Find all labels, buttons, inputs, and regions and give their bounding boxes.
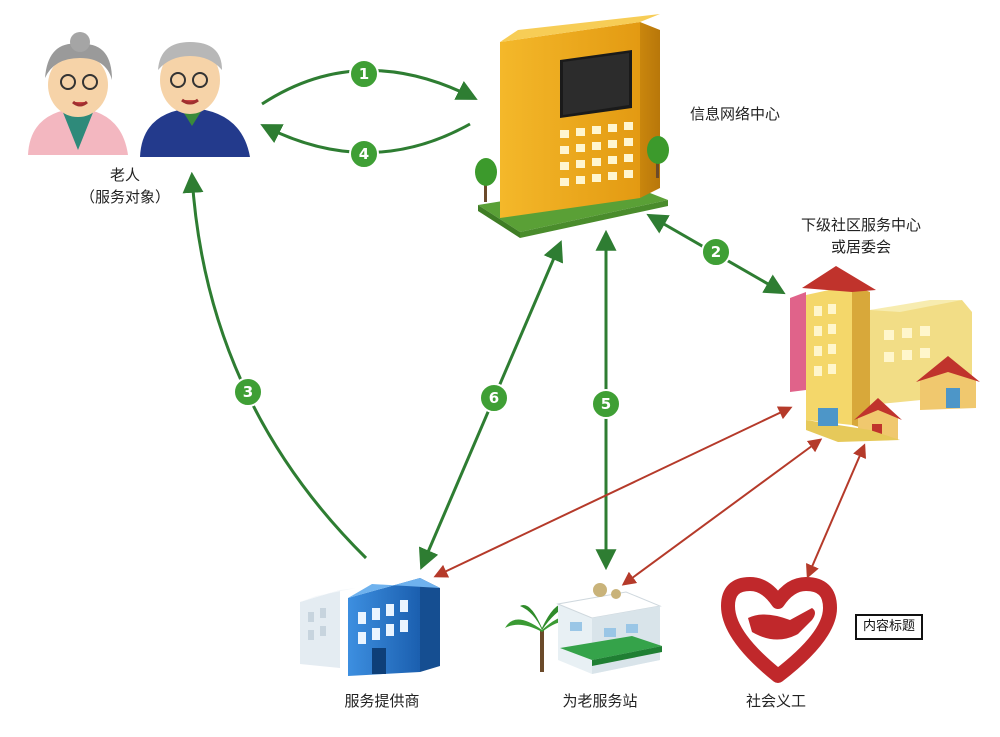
- flow-4-number: 4: [359, 145, 369, 163]
- service-provider-label-text: 服务提供商: [344, 692, 420, 710]
- flow-3-arrow: [182, 171, 368, 560]
- elderly-label: 老人 （服务对象）: [40, 164, 210, 208]
- flow-6-badge: 6: [479, 383, 509, 413]
- content-title-box: 内容标题: [855, 614, 924, 640]
- flow-2-number: 2: [711, 243, 721, 261]
- flow-1-badge: 1: [349, 59, 379, 89]
- red-arrow-community-to-volunteer: [806, 443, 866, 579]
- volunteer-label-text: 社会义工: [745, 692, 806, 710]
- info-center-label-text: 信息网络中心: [690, 105, 781, 123]
- community-center-icon: [790, 266, 980, 442]
- flow-4-badge: 4: [349, 139, 379, 169]
- elderly-station-icon: [505, 583, 662, 674]
- flow-6-number: 6: [489, 389, 499, 407]
- service-provider-label: 服务提供商: [322, 690, 442, 712]
- red-arrow-community-to-provider: [433, 406, 793, 578]
- elderly-station-label-text: 为老服务站: [562, 692, 638, 710]
- service-provider-icon: [300, 578, 440, 676]
- community-center-label: 下级社区服务中心 或居委会: [776, 214, 946, 258]
- flow-5-badge: 5: [591, 389, 621, 419]
- elderly-label-line1: 老人: [109, 166, 140, 184]
- volunteer-heart-icon: [721, 577, 837, 683]
- elderly-icon: [28, 32, 250, 157]
- flow-3-badge: 3: [233, 377, 263, 407]
- red-arrow-community-to-station: [621, 438, 823, 586]
- elderly-station-label: 为老服务站: [540, 690, 660, 712]
- info-center-label: 信息网络中心: [690, 103, 780, 125]
- flow-3-number: 3: [243, 383, 253, 401]
- content-title-text: 内容标题: [863, 619, 916, 634]
- community-center-label-line1: 下级社区服务中心: [800, 216, 921, 234]
- elderly-label-line2: （服务对象）: [79, 188, 170, 206]
- info-center-tower-icon: [475, 14, 669, 238]
- volunteer-label: 社会义工: [726, 690, 826, 712]
- flow-2-badge: 2: [701, 237, 731, 267]
- community-center-label-line2: 或居委会: [830, 238, 891, 256]
- flow-5-number: 5: [601, 395, 611, 413]
- flow-1-number: 1: [359, 65, 369, 83]
